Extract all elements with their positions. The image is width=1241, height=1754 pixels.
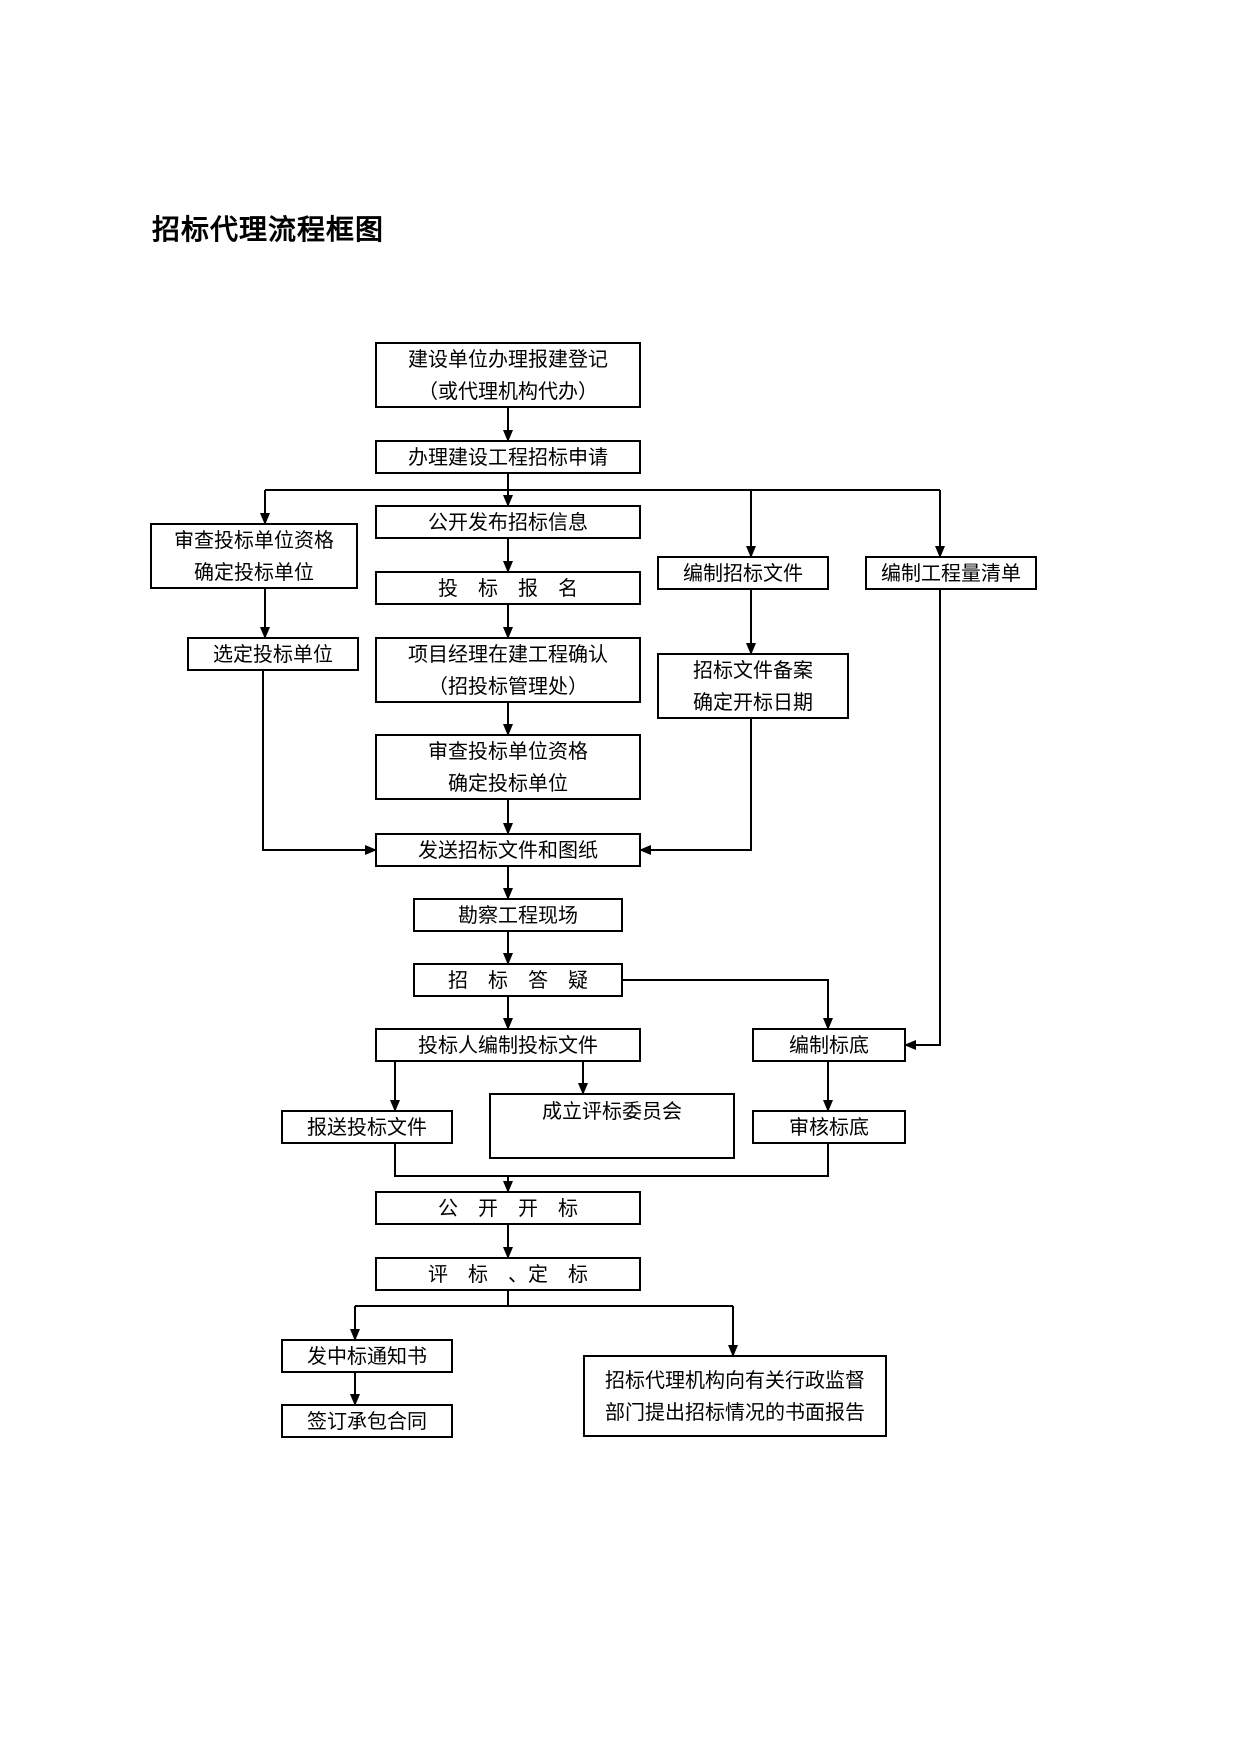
node-label: 编制标底 [789, 1033, 869, 1057]
node-label: 公开发布招标信息 [428, 510, 588, 534]
node-pm-confirm: 项目经理在建工程确认 （招投标管理处） [375, 637, 641, 703]
node-box [583, 1355, 887, 1437]
node-box [281, 1110, 453, 1144]
node-contract: 签订承包合同 [281, 1404, 453, 1438]
node-publish: 公开发布招标信息 [375, 505, 641, 539]
node-label: 发送招标文件和图纸 [418, 838, 598, 862]
node-label: 审查投标单位资格 [428, 739, 588, 763]
node-bill-of-quantities: 编制工程量清单 [865, 556, 1037, 590]
node-open-bid: 公 开 开 标 [375, 1191, 641, 1225]
node-bidder-prepare: 投标人编制投标文件 [375, 1028, 641, 1062]
node-box [413, 898, 623, 932]
node-label: 编制招标文件 [683, 561, 803, 585]
node-label: 成立评标委员会 [542, 1099, 682, 1123]
node-box [375, 637, 641, 703]
node-box [281, 1339, 453, 1373]
node-sign-up: 投 标 报 名 [375, 571, 641, 605]
node-site-survey: 勘察工程现场 [413, 898, 623, 932]
node-evaluate: 评 标 、定 标 [375, 1257, 641, 1291]
node-box [281, 1404, 453, 1438]
node-label: 招标代理机构向有关行政监督 [605, 1368, 865, 1392]
node-box [150, 523, 358, 589]
node-box [752, 1110, 906, 1144]
node-label: 招标文件备案 [693, 658, 813, 682]
node-label: 项目经理在建工程确认 [408, 642, 608, 666]
node-label: 签订承包合同 [307, 1409, 427, 1433]
node-label: 审核标底 [789, 1115, 869, 1139]
node-box [375, 571, 641, 605]
node-label: 确定投标单位 [448, 771, 568, 795]
node-apply: 办理建设工程招标申请 [375, 440, 641, 474]
node-box [375, 833, 641, 867]
node-register: 建设单位办理报建登记 （或代理机构代办） [375, 342, 641, 408]
node-send-docs: 发送招标文件和图纸 [375, 833, 641, 867]
node-qa: 招 标 答 疑 [413, 963, 623, 997]
node-box [752, 1028, 906, 1062]
node-label: 投 标 报 名 [438, 576, 578, 600]
flow-arrow [904, 589, 941, 1050]
node-label: 部门提出招标情况的书面报告 [605, 1400, 865, 1424]
node-label: 编制工程量清单 [881, 561, 1021, 585]
flowchart-connectors [260, 407, 945, 1406]
node-audit-base: 审核标底 [752, 1110, 906, 1144]
node-box [375, 1257, 641, 1291]
node-box [489, 1093, 735, 1159]
node-box [187, 637, 359, 671]
node-label: 办理建设工程招标申请 [408, 445, 608, 469]
node-label: 招 标 答 疑 [448, 968, 588, 992]
node-submit-bid: 报送投标文件 [281, 1110, 453, 1144]
node-box [375, 440, 641, 474]
node-box [657, 556, 829, 590]
node-label: 确定开标日期 [693, 690, 813, 714]
node-notice: 发中标通知书 [281, 1339, 453, 1373]
node-label: 勘察工程现场 [458, 903, 578, 927]
node-box [375, 734, 641, 800]
flow-arrow [639, 718, 752, 855]
node-label: （招投标管理处） [428, 674, 588, 698]
flow-arrow [262, 670, 377, 855]
node-box [413, 963, 623, 997]
node-label: 评 标 、定 标 [428, 1262, 588, 1286]
node-label: 公 开 开 标 [438, 1196, 578, 1220]
node-select-bidders: 选定投标单位 [187, 637, 359, 671]
node-box [865, 556, 1037, 590]
node-label: 报送投标文件 [307, 1115, 427, 1139]
node-box [375, 1028, 641, 1062]
node-prepare-docs: 编制招标文件 [657, 556, 829, 590]
node-label: （或代理机构代办） [418, 379, 598, 403]
node-base-price: 编制标底 [752, 1028, 906, 1062]
node-box [375, 1191, 641, 1225]
flow-arrow [622, 979, 833, 1030]
flow-connector [394, 1143, 829, 1177]
flowchart-nodes: 建设单位办理报建登记（或代理机构代办）办理建设工程招标申请审查投标单位资格确定投… [150, 342, 1037, 1438]
node-box [375, 342, 641, 408]
node-committee: 成立评标委员会 [489, 1093, 735, 1159]
node-label: 确定投标单位 [194, 560, 314, 584]
node-label: 投标人编制投标文件 [418, 1033, 598, 1057]
node-label: 建设单位办理报建登记 [408, 347, 608, 371]
node-label: 审查投标单位资格 [174, 528, 334, 552]
page-title: 招标代理流程框图 [152, 213, 385, 246]
node-box [375, 505, 641, 539]
node-box [657, 653, 849, 719]
node-label: 发中标通知书 [307, 1344, 427, 1368]
node-label: 选定投标单位 [213, 642, 333, 666]
